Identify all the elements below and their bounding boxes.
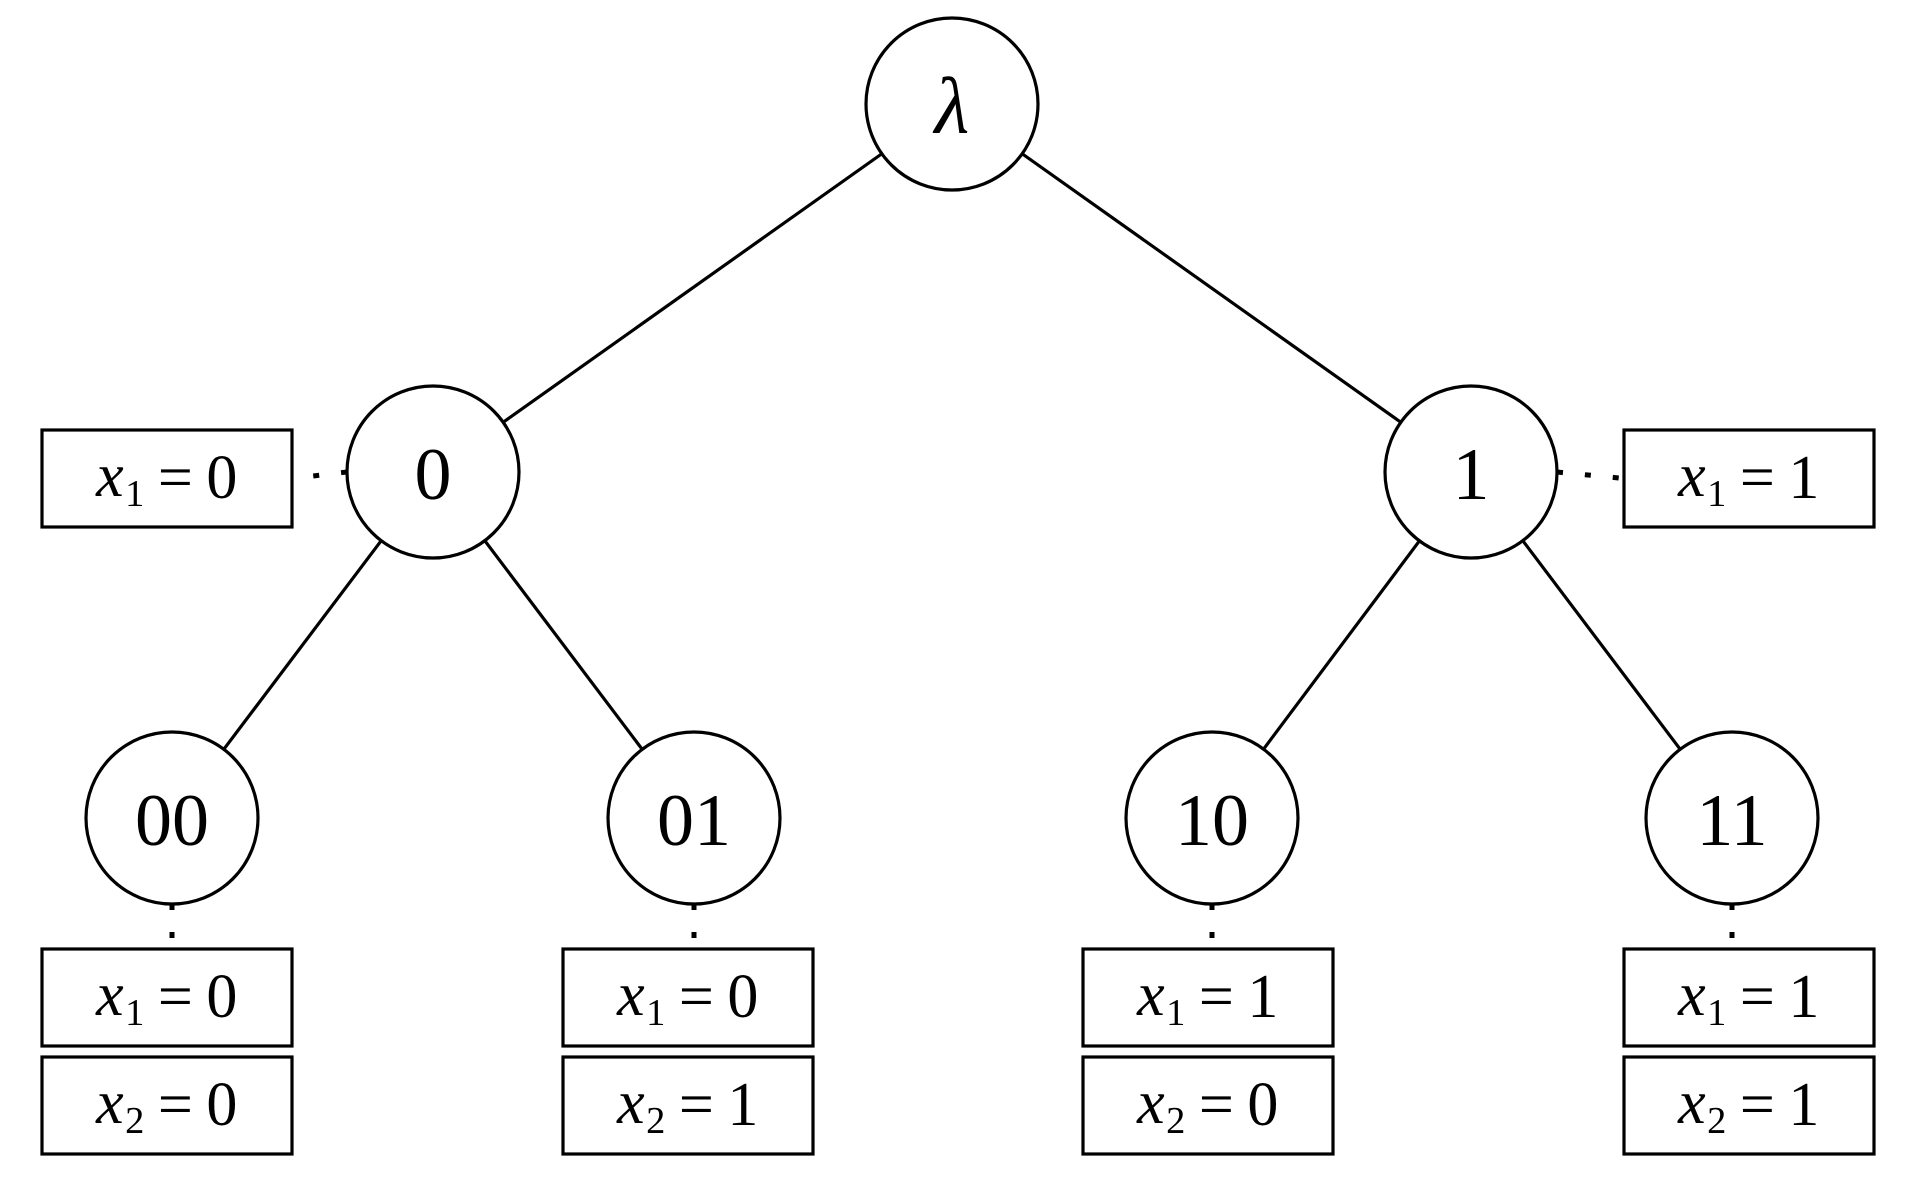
- annotation-box-n01-0: [561, 947, 815, 1048]
- tree-edge-n1-n10: [1262, 539, 1421, 751]
- annotation-box-n00-0: [40, 947, 294, 1048]
- tree-node-n1[interactable]: [1383, 384, 1559, 560]
- tree-node-n0[interactable]: [345, 384, 521, 560]
- annotation-box-n1-0: [1622, 428, 1876, 529]
- tree-node-n00[interactable]: [84, 730, 260, 906]
- tree-node-root[interactable]: [864, 16, 1040, 192]
- dotted-connector-ann-n0: [291, 469, 348, 481]
- annotation-boxes-group: [40, 428, 1876, 1156]
- tree-node-label-n00: 00: [135, 780, 209, 862]
- tree-edge-root-n1: [1021, 152, 1402, 424]
- annotation-connectors-group: [169, 469, 1735, 949]
- dotted-connector-ann-n1: [1556, 469, 1625, 481]
- annotation-box-n01-1: [561, 1055, 815, 1156]
- tree-node-label-n01: 01: [657, 780, 731, 862]
- tree-edge-n0-n00: [222, 539, 383, 751]
- annotation-box-n11-1: [1622, 1055, 1876, 1156]
- tree-node-n11[interactable]: [1644, 730, 1820, 906]
- edges-group: [222, 152, 1682, 751]
- annotation-box-n00-1: [40, 1055, 294, 1156]
- tree-edge-root-n0: [502, 152, 883, 424]
- tree-node-n01[interactable]: [606, 730, 782, 906]
- tree-node-n10[interactable]: [1124, 730, 1300, 906]
- tree-node-label-root: λ: [933, 63, 970, 151]
- tree-edge-n0-n01: [483, 539, 644, 751]
- annotation-box-n0-0: [40, 428, 294, 529]
- tree-node-label-n10: 10: [1175, 780, 1249, 862]
- annotation-box-n10-1: [1081, 1055, 1335, 1156]
- tree-edge-n1-n11: [1521, 539, 1682, 751]
- tree-node-label-n1: 1: [1453, 434, 1490, 516]
- annotation-box-n11-0: [1622, 947, 1876, 1048]
- tree-node-label-n0: 0: [415, 434, 452, 516]
- annotation-box-n10-0: [1081, 947, 1335, 1048]
- tree-node-label-n11: 11: [1696, 780, 1767, 862]
